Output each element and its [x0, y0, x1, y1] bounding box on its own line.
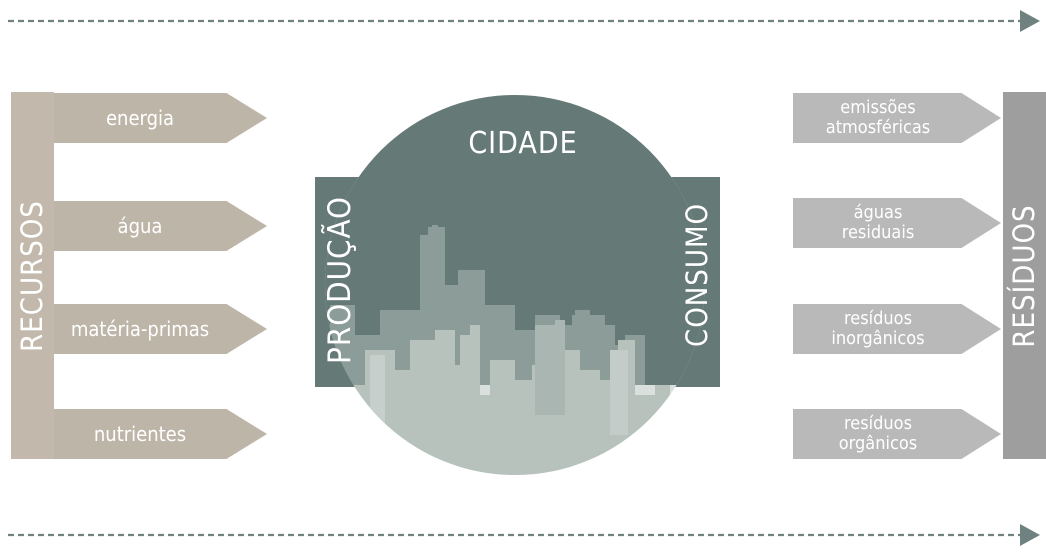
waste-label-line1: resíduos	[843, 413, 913, 434]
waste-label-line1: emissões	[840, 97, 916, 118]
waste-arrow-wastewater: águas residuais	[793, 198, 1001, 248]
waste-label-line2: orgânicos	[838, 433, 918, 454]
bottom-flow-arrow	[8, 524, 1040, 546]
waste-label-line2: residuais	[841, 222, 915, 243]
waste-label-line2: inorgânicos	[831, 328, 925, 349]
city-title: CIDADE	[468, 126, 578, 161]
resource-label: nutrientes	[93, 422, 187, 446]
resource-arrow-water: água	[54, 201, 267, 251]
top-flow-arrow	[8, 10, 1040, 32]
waste-arrow-inorganic: resíduos inorgânicos	[793, 304, 1001, 354]
resources-bar	[11, 92, 54, 459]
consumption-label: CONSUMO	[680, 203, 714, 347]
waste-arrow-organic: resíduos orgânicos	[793, 409, 1001, 459]
production-label: PRODUÇÃO	[322, 196, 358, 364]
waste-title: RESÍDUOS	[1007, 204, 1041, 348]
resources-title: RECURSOS	[15, 200, 49, 352]
resource-arrow-nutrients: nutrientes	[54, 409, 267, 459]
resource-arrow-raw-materials: matéria-primas	[54, 304, 267, 354]
resource-label: água	[117, 214, 163, 238]
resource-label: matéria-primas	[70, 317, 210, 341]
waste-bar	[1003, 92, 1046, 459]
waste-label-line1: águas	[853, 202, 903, 223]
city-illustration	[315, 95, 720, 475]
resource-arrow-energy: energia	[54, 93, 267, 143]
waste-label-line2: atmosféricas	[825, 117, 931, 138]
resource-label: energia	[105, 106, 175, 130]
waste-arrow-air-emissions: emissões atmosféricas	[793, 93, 1001, 143]
waste-label-line1: resíduos	[843, 308, 913, 329]
